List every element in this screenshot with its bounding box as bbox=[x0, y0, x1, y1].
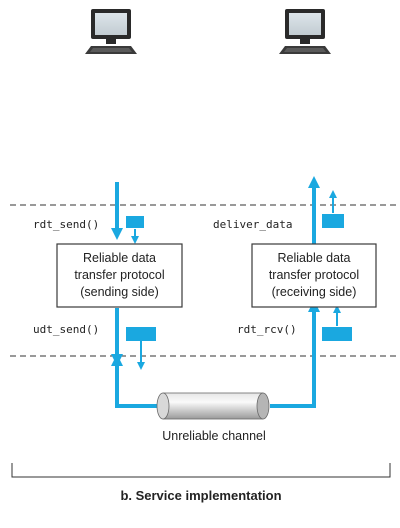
receiver-from-channel-path bbox=[270, 370, 316, 408]
receiver-protocol-line2: transfer protocol bbox=[269, 268, 359, 282]
sender-rdt-send-packet-icon bbox=[126, 216, 144, 228]
sender-return-path bbox=[115, 372, 160, 408]
receiver-protocol-line1: Reliable data bbox=[278, 251, 351, 265]
udt-send-label: udt_send() bbox=[33, 323, 99, 336]
receiver-deliver-packet-icon bbox=[322, 214, 344, 228]
sender-udt-send-packet-icon bbox=[126, 327, 156, 341]
caption-bracket bbox=[11, 463, 391, 478]
unreliable-channel-label: Unreliable channel bbox=[162, 429, 266, 443]
sender-protocol-line3: (sending side) bbox=[80, 285, 159, 299]
sender-computer-icon bbox=[85, 9, 137, 54]
sender-protocol-line2: transfer protocol bbox=[74, 268, 164, 282]
sender-protocol-box: Reliable data transfer protocol (sending… bbox=[56, 243, 183, 308]
receiver-computer-icon bbox=[279, 9, 331, 54]
deliver-data-label: deliver_data bbox=[213, 218, 292, 231]
receiver-protocol-box: Reliable data transfer protocol (receivi… bbox=[251, 243, 377, 308]
receiver-protocol-line3: (receiving side) bbox=[272, 285, 357, 299]
sender-protocol-line1: Reliable data bbox=[83, 251, 156, 265]
caption-text: b. Service implementation bbox=[120, 488, 281, 503]
unreliable-channel-pipe bbox=[156, 392, 270, 420]
rdt-rcv-label: rdt_rcv() bbox=[237, 323, 297, 336]
receiver-rcv-packet-icon bbox=[322, 327, 352, 341]
rdt-send-label: rdt_send() bbox=[33, 218, 99, 231]
